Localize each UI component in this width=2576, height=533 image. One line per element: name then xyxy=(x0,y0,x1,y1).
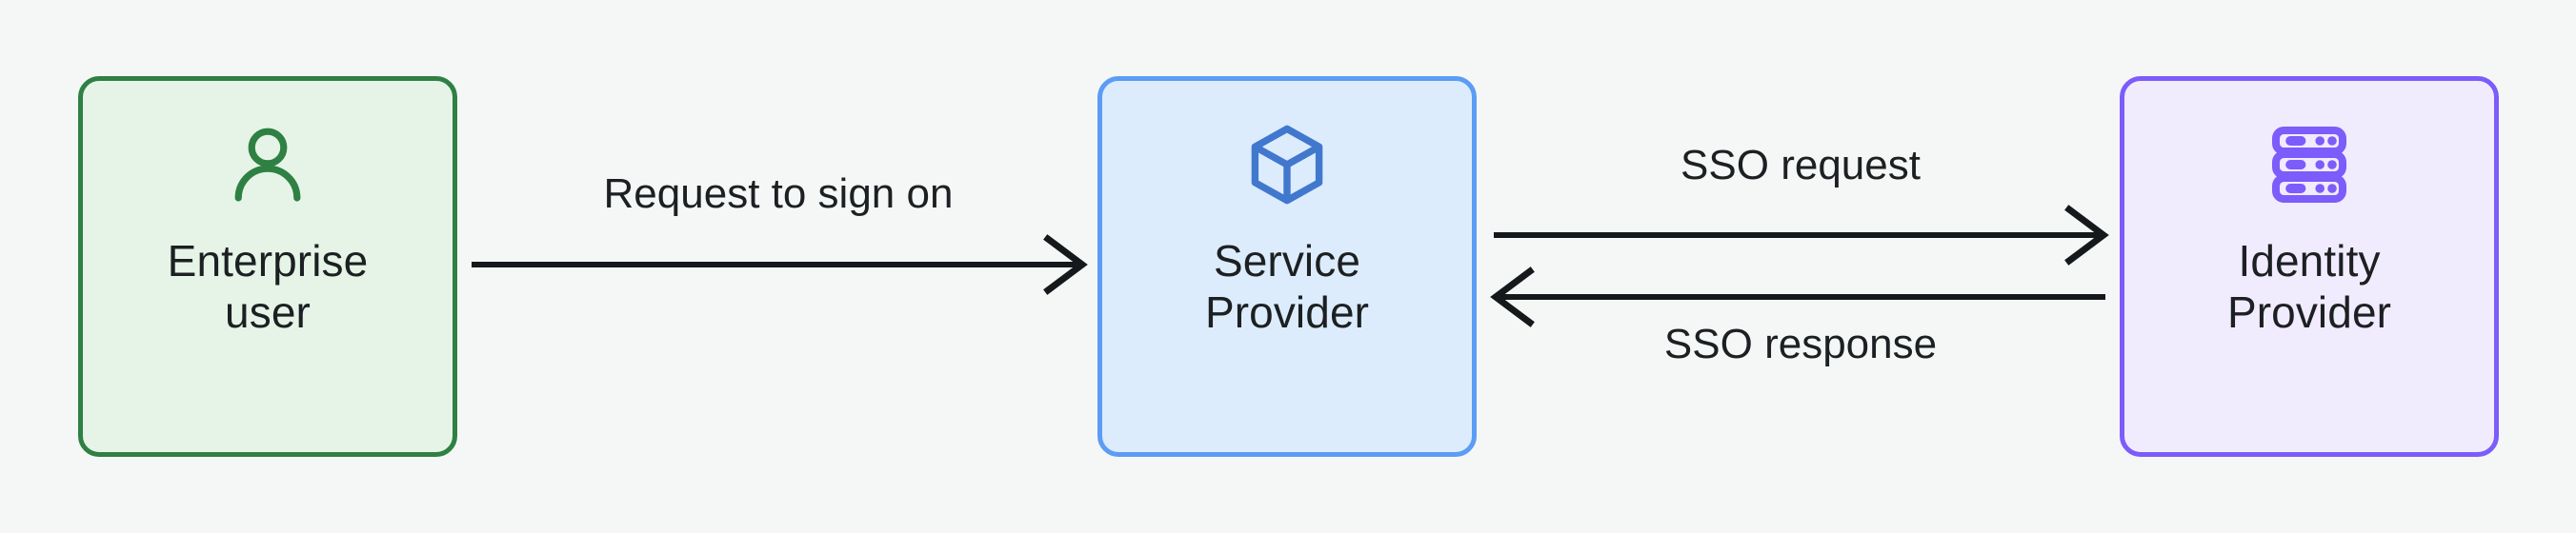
node-enterprise-user[interactable]: Enterprise user xyxy=(78,76,457,457)
person-icon xyxy=(234,128,301,202)
edge-label-sso-response: SSO response xyxy=(1663,321,1938,367)
edge-label-sso-request: SSO request xyxy=(1680,142,1921,188)
arrow-sso-request xyxy=(1494,205,2109,266)
node-identity-provider[interactable]: Identity Provider xyxy=(2120,76,2499,457)
edge-label-request-sign-on: Request to sign on xyxy=(603,170,954,217)
node-label-identity-provider: Identity Provider xyxy=(2226,236,2392,338)
arrow-request-sign-on xyxy=(472,234,1088,295)
node-label-enterprise-user: Enterprise user xyxy=(167,236,369,338)
server-stack-icon xyxy=(2272,127,2346,203)
node-label-service-provider: Service Provider xyxy=(1204,236,1370,338)
cube-icon xyxy=(1251,125,1323,205)
node-service-provider[interactable]: Service Provider xyxy=(1097,76,1477,457)
arrow-sso-response xyxy=(1490,266,2105,327)
